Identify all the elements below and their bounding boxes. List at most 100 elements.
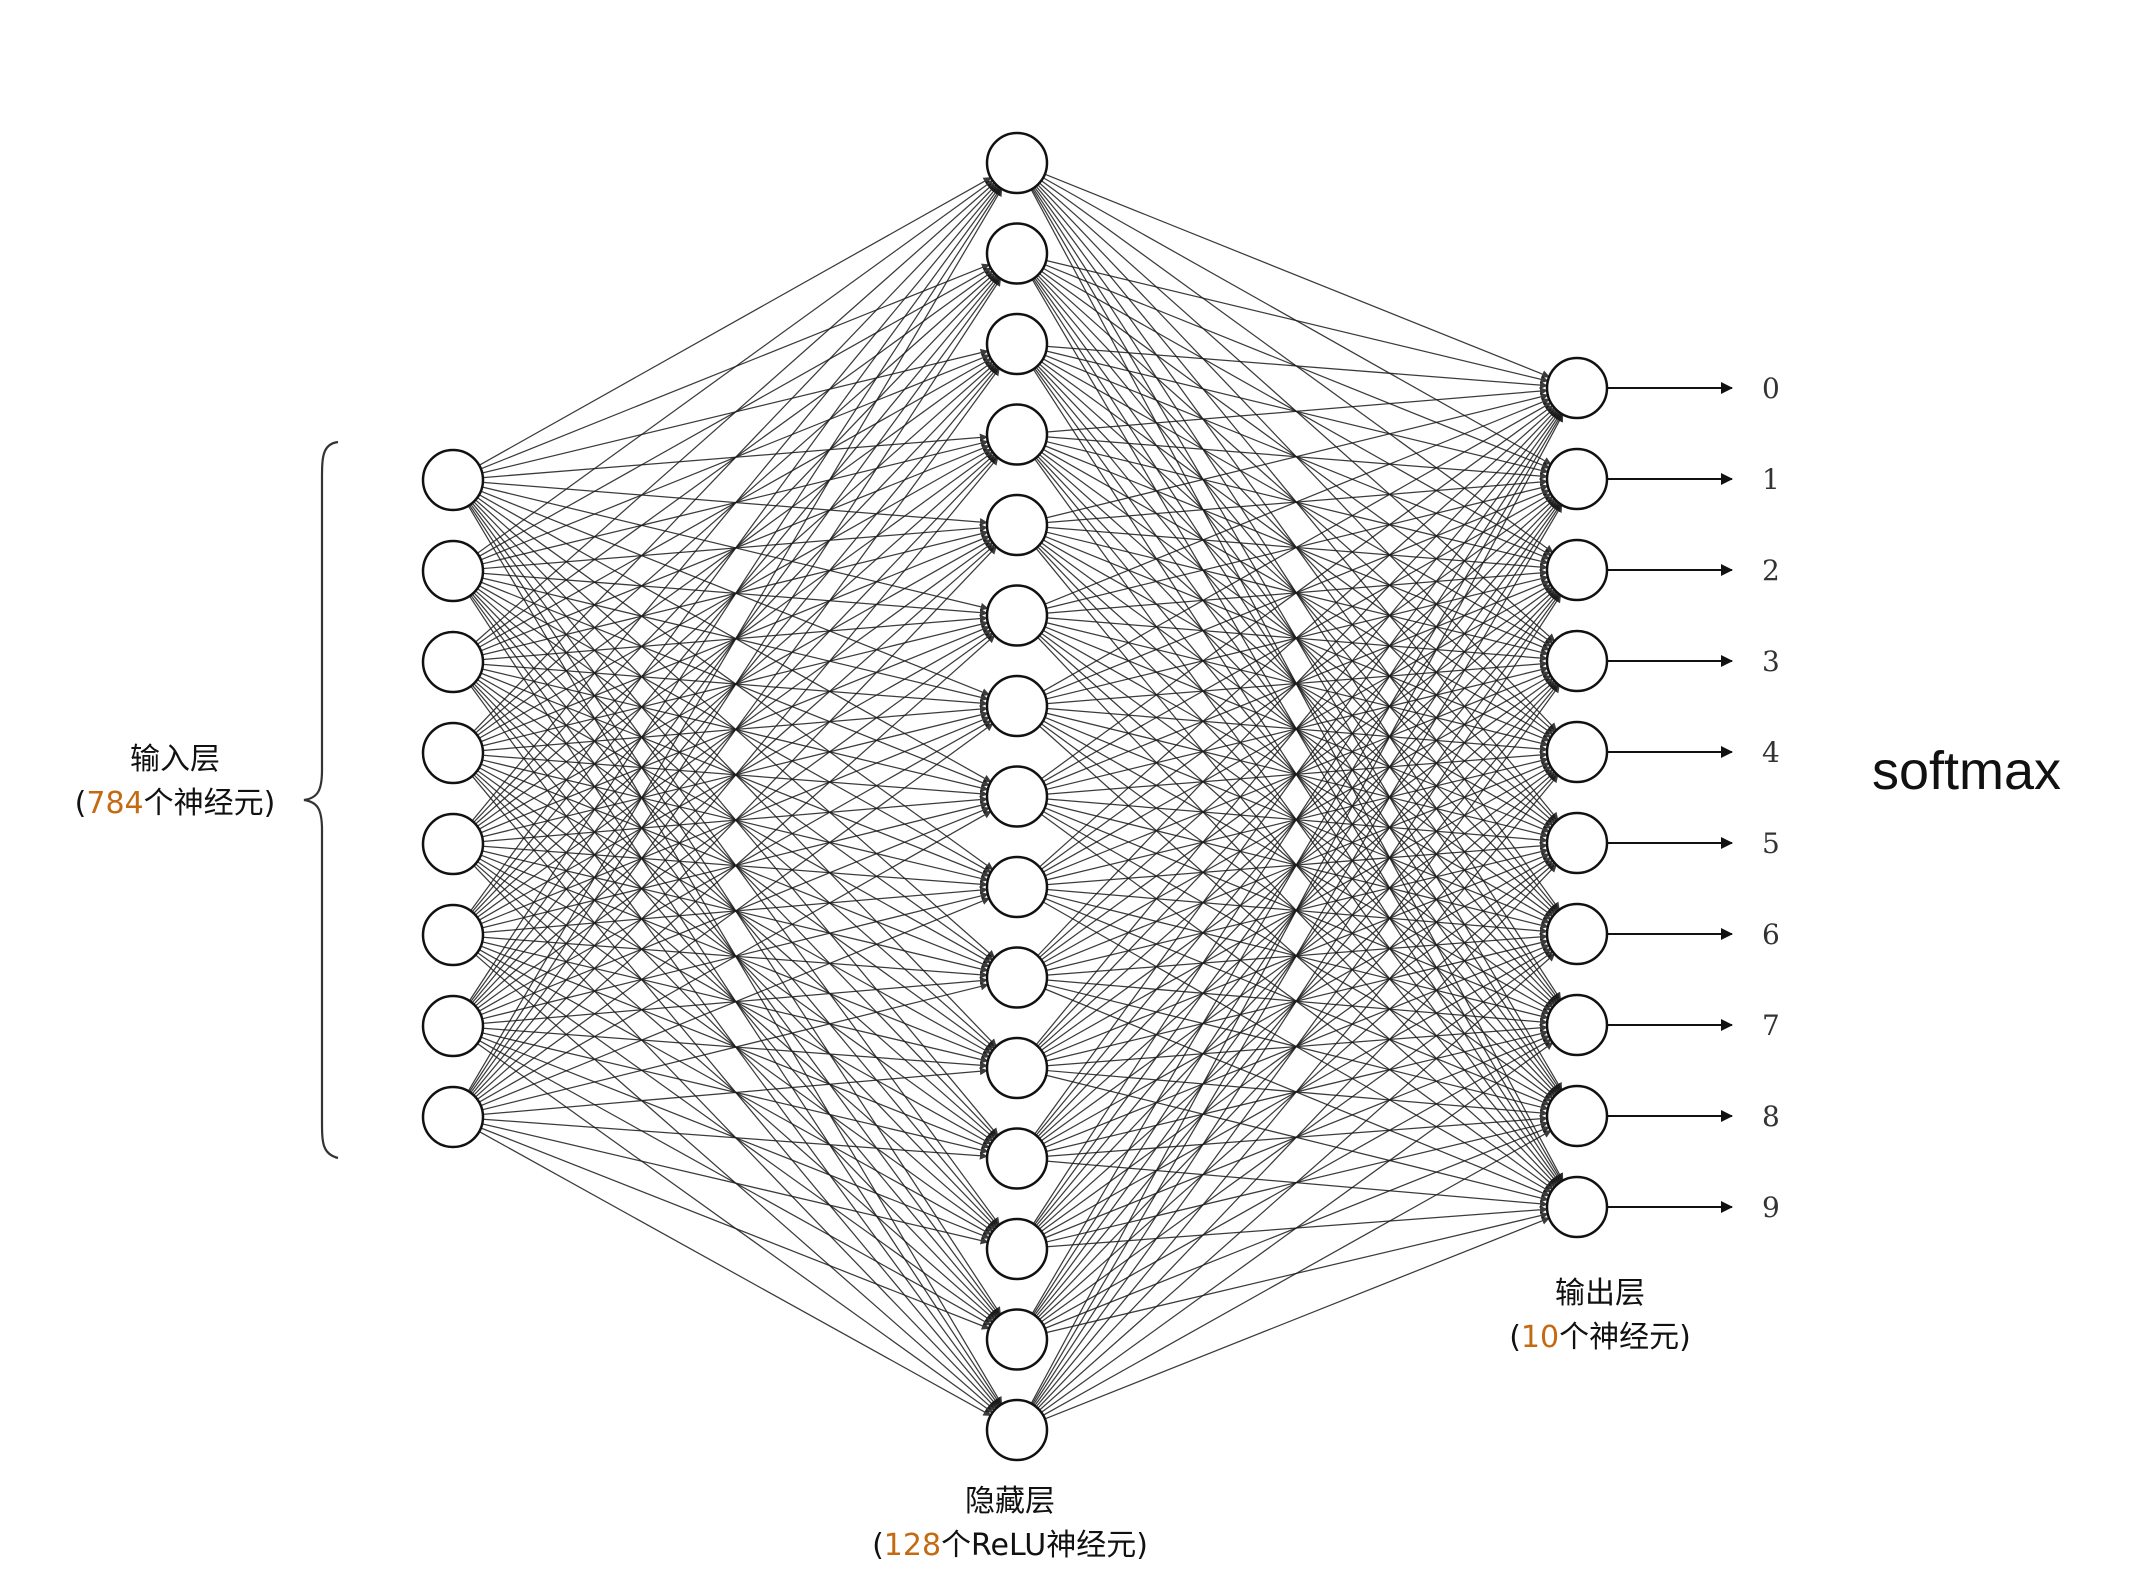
hidden-output-edge	[1044, 398, 1550, 605]
output-class-label: 5	[1762, 827, 1780, 860]
hidden-neuron	[985, 584, 1049, 647]
input-neuron	[421, 994, 485, 1058]
hidden-neuron	[985, 765, 1049, 828]
hidden-neuron	[985, 1127, 1049, 1190]
input-hidden-edge	[478, 177, 992, 466]
input-hidden-edge	[476, 723, 994, 1100]
hidden-output-edge	[1044, 173, 1550, 378]
output-class-label: 1	[1762, 463, 1780, 496]
input-layer-count-line: (784个神经元)	[60, 782, 290, 826]
hidden-output-edge	[1032, 594, 1562, 1406]
hidden-output-edge	[1034, 684, 1560, 1407]
input-neuron	[421, 1085, 485, 1149]
input-hidden-edge	[478, 1131, 992, 1416]
hidden-neuron	[985, 1036, 1049, 1100]
hidden-output-edge	[1040, 405, 1554, 780]
hidden-neuron	[985, 674, 1049, 738]
input-hidden-edge	[473, 546, 997, 1096]
hidden-output-edge	[1035, 410, 1559, 1046]
hidden-layer-paren: (	[872, 1528, 884, 1563]
hidden-output-edge	[1044, 1217, 1550, 1420]
output-class-label: 2	[1762, 554, 1780, 587]
output-layer-title: 输出层	[1555, 1276, 1645, 1311]
input-neuron	[421, 903, 485, 967]
hidden-layer-label: 隐藏层 (128个ReLU神经元)	[850, 1480, 1170, 1568]
hidden-neuron	[985, 1398, 1049, 1462]
input-hidden-edge	[482, 1067, 988, 1116]
output-class-label: 4	[1762, 736, 1780, 769]
input-layer-count: 784	[86, 786, 144, 821]
output-neuron	[1545, 447, 1609, 511]
hidden-layer-count: 128	[883, 1528, 942, 1563]
neuron-nodes	[421, 131, 1609, 1462]
input-hidden-edge	[480, 1127, 990, 1330]
input-layer-brace	[303, 440, 339, 1160]
input-hidden-edge	[482, 1123, 989, 1245]
input-hidden-edge	[468, 277, 1002, 1093]
input-neuron	[421, 539, 485, 603]
hidden-neuron	[985, 1308, 1049, 1371]
hidden-output-edge	[1042, 1130, 1552, 1416]
input-hidden-edge	[476, 180, 994, 554]
output-neuron	[1545, 720, 1609, 784]
output-neuron	[1545, 1084, 1609, 1148]
input-layer-title: 输入层	[130, 742, 220, 777]
output-neuron	[1545, 1175, 1609, 1239]
hidden-neuron	[985, 131, 1049, 195]
input-neuron	[421, 630, 485, 694]
output-layer-count: 10	[1520, 1320, 1560, 1355]
input-hidden-edge	[478, 810, 992, 1103]
hidden-output-edge	[1030, 413, 1564, 1404]
input-hidden-edge	[475, 634, 996, 1098]
hidden-output-edge	[1046, 345, 1548, 390]
hidden-neuron	[985, 855, 1049, 919]
output-layer-paren: (	[1509, 1320, 1521, 1355]
hidden-output-edge	[1038, 407, 1556, 868]
output-class-label: 7	[1762, 1009, 1780, 1042]
output-neuron	[1545, 629, 1609, 693]
output-layer-label: 输出层 (10个神经元)	[1480, 1272, 1720, 1360]
input-hidden-edge	[468, 187, 1002, 1002]
hidden-layer-suffix: 个ReLU神经元)	[941, 1528, 1148, 1563]
input-layer-label: 输入层 (784个神经元)	[60, 738, 290, 826]
output-neuron	[1545, 902, 1609, 966]
input-hidden-edge	[482, 1118, 988, 1160]
input-hidden-edge	[470, 186, 1000, 912]
hidden-output-edge	[1040, 1042, 1554, 1413]
input-neuron	[421, 721, 485, 785]
output-arrows	[1607, 382, 1733, 1213]
connection-edges	[467, 173, 1564, 1420]
hidden-output-edge	[1042, 402, 1552, 692]
hidden-layer-count-line: (128个ReLU神经元)	[850, 1524, 1170, 1568]
hidden-output-edge	[1031, 504, 1563, 1405]
input-hidden-edge	[480, 897, 990, 1107]
output-class-label: 9	[1762, 1191, 1780, 1224]
output-layer-count-line: (10个神经元)	[1480, 1316, 1720, 1360]
output-neuron	[1545, 811, 1609, 875]
hidden-output-edge	[1045, 392, 1549, 519]
output-layer-suffix: 个神经元)	[1559, 1320, 1691, 1355]
output-neuron	[1545, 538, 1609, 602]
hidden-neuron	[985, 403, 1049, 466]
softmax-label: softmax	[1872, 741, 2062, 801]
hidden-output-edge	[1035, 774, 1559, 1408]
hidden-output-edge	[1032, 412, 1562, 1225]
hidden-neuron	[985, 222, 1049, 285]
input-hidden-edge	[481, 982, 989, 1111]
input-neuron	[421, 812, 485, 876]
output-class-label: 3	[1762, 645, 1780, 678]
input-hidden-edge	[473, 184, 997, 732]
input-layer-paren: (	[74, 786, 87, 821]
hidden-output-edge	[1037, 864, 1557, 1409]
output-class-label: 6	[1762, 918, 1780, 951]
output-neuron	[1545, 993, 1609, 1057]
hidden-output-edge	[1034, 411, 1560, 1135]
output-class-label: 8	[1762, 1100, 1780, 1133]
input-hidden-edge	[475, 182, 996, 643]
hidden-output-edge	[1046, 259, 1549, 384]
input-layer-suffix: 个神经元)	[143, 786, 276, 821]
hidden-output-edge	[1037, 409, 1557, 957]
hidden-output-edge	[1031, 413, 1563, 1314]
